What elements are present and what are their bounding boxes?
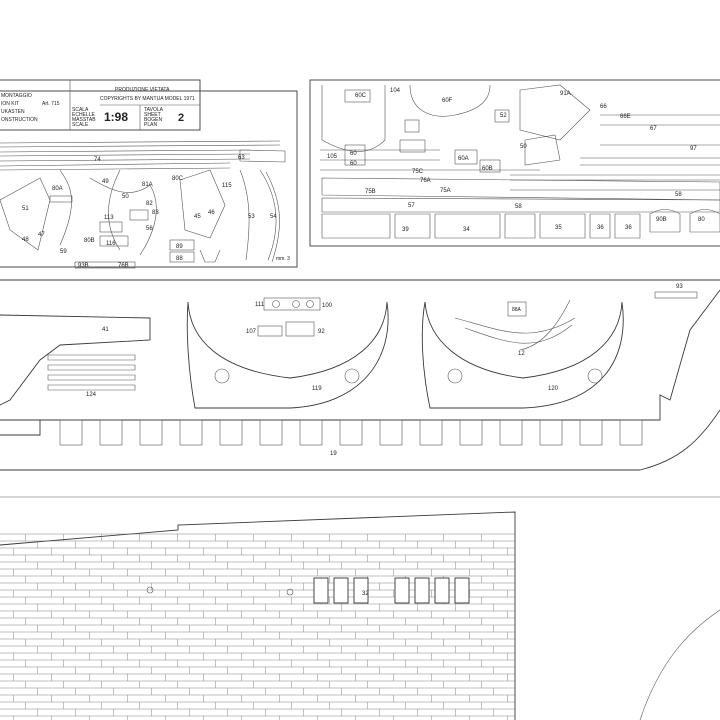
part-label: 54	[270, 214, 277, 220]
part-label: 75A	[440, 188, 451, 194]
part-label: 60	[350, 151, 357, 157]
part-label: 36	[625, 225, 632, 231]
part-label: 93	[676, 284, 683, 290]
part-label: 52	[500, 113, 507, 119]
scale-value: 1:98	[104, 110, 128, 124]
part-label: 80C	[172, 176, 184, 182]
left-part-labels: 74 63 51 53 54 48 47 49 50 81A 80C 80A 8…	[22, 155, 290, 269]
sheet-label: SHEET	[144, 112, 161, 118]
thickness-note: mm. 3	[276, 256, 290, 262]
part-label: 76A	[420, 178, 431, 184]
part-label: 56	[146, 226, 153, 232]
part-label: 60A	[458, 156, 469, 162]
part-label: 75C	[412, 169, 424, 175]
middle-part-labels: 41 111 100 107 92 119 12 120 93 124 88A …	[86, 284, 683, 457]
sheet-label: BOGEN	[144, 117, 162, 123]
part-label: 39	[402, 227, 409, 233]
title-montaggio: MONTAGGIO	[1, 93, 32, 99]
hull-planking: 32	[0, 496, 720, 720]
part-label: 91A	[560, 91, 571, 97]
title-construction: ONSTRUCTION	[1, 117, 38, 123]
part-label: 90B	[656, 217, 667, 223]
part-label: 12	[518, 351, 525, 357]
part-label: 124	[86, 392, 97, 398]
right-parts-panel: 60C 104 60F 105 60 60 91A 66 67 52 50 39…	[309, 79, 720, 247]
part-label: 92	[318, 329, 325, 335]
part-label: 60	[350, 161, 357, 167]
part-label: 46	[208, 210, 215, 216]
part-label: 51	[22, 206, 29, 212]
part-label: 50	[122, 194, 129, 200]
part-label: 88	[176, 256, 183, 262]
part-label: 80A	[52, 186, 63, 192]
scale-label: SCALA	[72, 107, 89, 113]
part-label: 74	[94, 157, 101, 163]
part-label: 36	[597, 225, 604, 231]
part-label: 66E	[620, 114, 631, 120]
scale-label: MASSTAB	[72, 117, 96, 123]
title-block: MONTAGGIO ION KIT UKASTEN ONSTRUCTION Ar…	[0, 79, 201, 131]
part-label: 100	[322, 303, 333, 309]
part-label: 116	[106, 241, 116, 247]
part-label: 104	[390, 88, 401, 94]
part-label: 35	[555, 225, 562, 231]
part-label: 60F	[442, 98, 453, 104]
part-label: 119	[312, 386, 322, 392]
part-label: 45	[194, 214, 201, 220]
middle-row: 41 111 100 107 92 119 12 120 93 124 88A …	[0, 279, 720, 471]
part-label: 89	[176, 244, 183, 250]
part-label: 57	[408, 203, 415, 209]
part-label: 115	[222, 183, 232, 189]
part-label: 53	[248, 214, 255, 220]
title-assembly-kit: ION KIT	[1, 101, 19, 107]
part-label: 80B	[84, 238, 95, 244]
part-label: 47	[38, 232, 45, 238]
part-label: 60B	[482, 166, 493, 172]
part-label: 41	[102, 327, 109, 333]
part-label: 83	[152, 210, 159, 216]
part-label: 88A	[512, 307, 522, 313]
part-label: 50	[520, 144, 527, 150]
scale-label: SCALE	[72, 122, 89, 128]
copyright-line-1: PRODUZIONE VIETATA	[115, 87, 170, 93]
part-label: 113	[104, 215, 114, 221]
sheet-number: 2	[178, 112, 184, 124]
part-label: 80	[698, 217, 705, 223]
part-label: 81A	[142, 182, 153, 188]
left-parts-panel: MONTAGGIO ION KIT UKASTEN ONSTRUCTION Ar…	[0, 79, 298, 269]
part-label: 19	[330, 451, 337, 457]
part-label: 75B	[365, 189, 376, 195]
part-label: 48	[22, 237, 29, 243]
part-label: 97	[690, 146, 697, 152]
part-label: 60C	[355, 93, 367, 99]
part-label: 32	[362, 591, 369, 597]
part-label: 66	[600, 104, 607, 110]
strip-parts	[0, 140, 286, 269]
part-label: 105	[327, 154, 338, 160]
right-part-labels: 60C 104 60F 105 60 60 91A 66 67 52 50 39…	[327, 88, 705, 233]
part-label: 58	[675, 192, 682, 198]
copyright-line-2: COPYRIGHTS BY MANTUA MODEL 1971	[100, 96, 195, 102]
art-number: Art. 715	[42, 101, 60, 107]
title-baukasten: UKASTEN	[1, 109, 25, 115]
part-label: 34	[463, 227, 470, 233]
part-label: 111	[255, 302, 265, 308]
part-label: 63	[238, 155, 245, 161]
part-label: 58	[515, 204, 522, 210]
part-label: 120	[548, 386, 559, 392]
part-label: 93B	[78, 263, 89, 269]
part-label: 82	[146, 201, 153, 207]
part-label: 76B	[118, 263, 129, 269]
sheet-label: PLAN	[144, 122, 157, 128]
scale-label: ECHELLE	[72, 112, 95, 118]
part-label: 107	[246, 329, 257, 335]
part-label: 49	[102, 179, 109, 185]
part-label: 67	[650, 126, 657, 132]
sheet-label: TAVOLA	[144, 107, 164, 113]
part-label: 59	[60, 249, 67, 255]
